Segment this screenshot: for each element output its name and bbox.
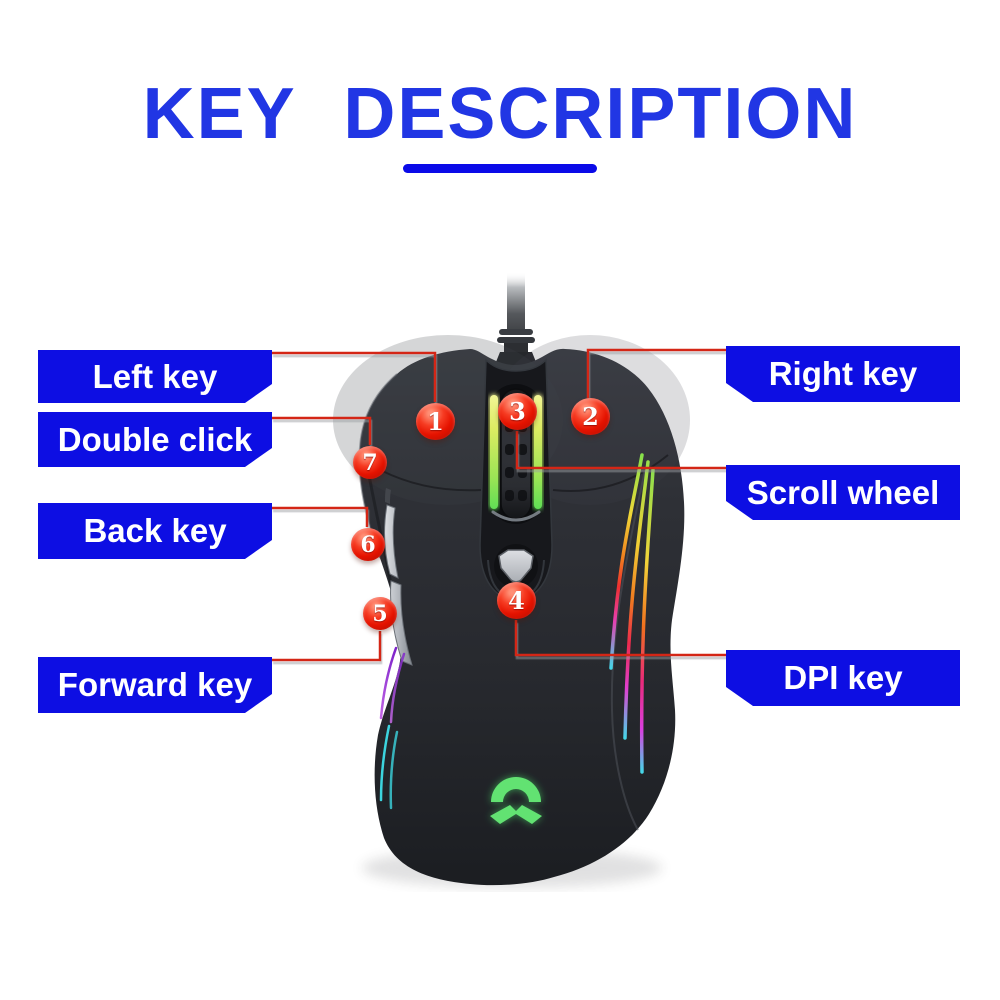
label-scroll-wheel: Scroll wheel (726, 465, 960, 520)
callout-line-right-key (586, 348, 726, 398)
label-dpi-key-text: DPI key (783, 659, 903, 696)
label-double-click-text: Double click (57, 420, 253, 458)
label-left-key: Left key (38, 350, 272, 403)
back-side-button (384, 504, 399, 579)
callout-line-scroll-wheel (515, 431, 726, 470)
marker-1-left-key: 1 (416, 403, 455, 440)
label-scroll-wheel-text: Scroll wheel (746, 473, 940, 511)
callout-line-double-click (272, 416, 372, 445)
wheel-glow-right (534, 395, 542, 509)
title-underline (403, 164, 597, 173)
label-left-key-text: Left key (92, 357, 218, 395)
label-forward-key-text: Forward key (57, 666, 253, 703)
marker-5-forward-key: 5 (363, 597, 397, 630)
side-buttons (384, 488, 413, 666)
label-forward-key: Forward key (38, 657, 272, 713)
callout-line-back-key (272, 506, 369, 527)
marker-6-back-key: 6 (351, 528, 385, 561)
callout-line-dpi-key (514, 620, 726, 657)
marker-2-right-key: 2 (571, 398, 610, 435)
rgb-light-streaks (379, 453, 655, 810)
label-right-key-text: Right key (768, 355, 918, 392)
side-button-notch (385, 488, 391, 504)
label-double-click: Double click (38, 412, 272, 467)
callout-line-left-key (272, 351, 437, 402)
dpi-shield-glyph (498, 549, 534, 583)
dpi-button (494, 544, 538, 588)
marker-7-double-click: 7 (353, 446, 387, 479)
marker-4-dpi-key: 4 (497, 582, 536, 619)
wheel-glow-left (490, 395, 498, 509)
label-right-key: Right key (726, 346, 960, 402)
marker-3-scroll-wheel: 3 (498, 393, 537, 430)
callout-lines (272, 348, 726, 662)
label-back-key-text: Back key (83, 512, 227, 549)
page-title: KEY DESCRIPTION (142, 74, 858, 154)
label-back-key: Back key (38, 503, 272, 559)
callout-line-forward-key (272, 631, 382, 662)
brand-logo-icon (490, 777, 542, 824)
label-dpi-key: DPI key (726, 650, 960, 706)
mouse-cable (494, 272, 538, 367)
